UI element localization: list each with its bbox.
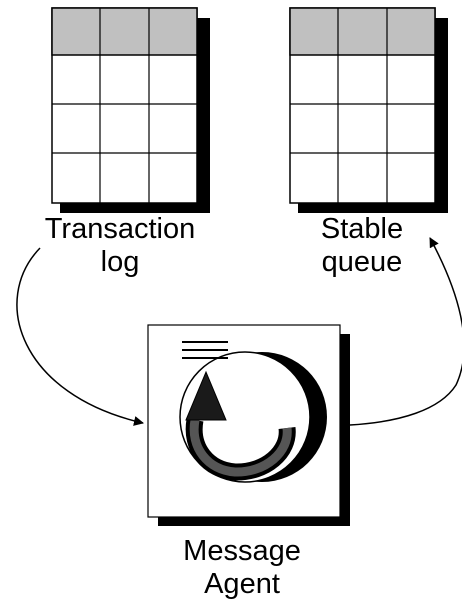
circular-arrow-icon	[179, 341, 327, 483]
transaction-log-header	[51, 7, 198, 56]
message-agent-box	[147, 324, 350, 526]
message-agent-label: Message Agent	[142, 535, 342, 601]
transaction-log-label: Transaction log	[20, 213, 220, 279]
transaction-log-label-line2: log	[100, 246, 140, 278]
stable-queue-table	[289, 7, 448, 213]
message-agent-label-line2: Agent	[204, 568, 280, 600]
stable-queue-label-line2: queue	[321, 246, 403, 278]
agent-to-queue-arrow	[349, 237, 462, 426]
stable-queue-grid	[290, 8, 435, 203]
transaction-log-label-line1: Transaction	[44, 213, 196, 245]
transaction-log-grid	[52, 8, 197, 203]
stable-queue-label-line1: Stable	[320, 213, 404, 245]
message-agent-label-line1: Message	[183, 535, 301, 567]
stable-queue-label: Stable queue	[262, 213, 462, 279]
transaction-log-table	[51, 7, 210, 213]
log-to-agent-arrow	[16, 247, 144, 426]
stable-queue-header	[289, 7, 436, 56]
